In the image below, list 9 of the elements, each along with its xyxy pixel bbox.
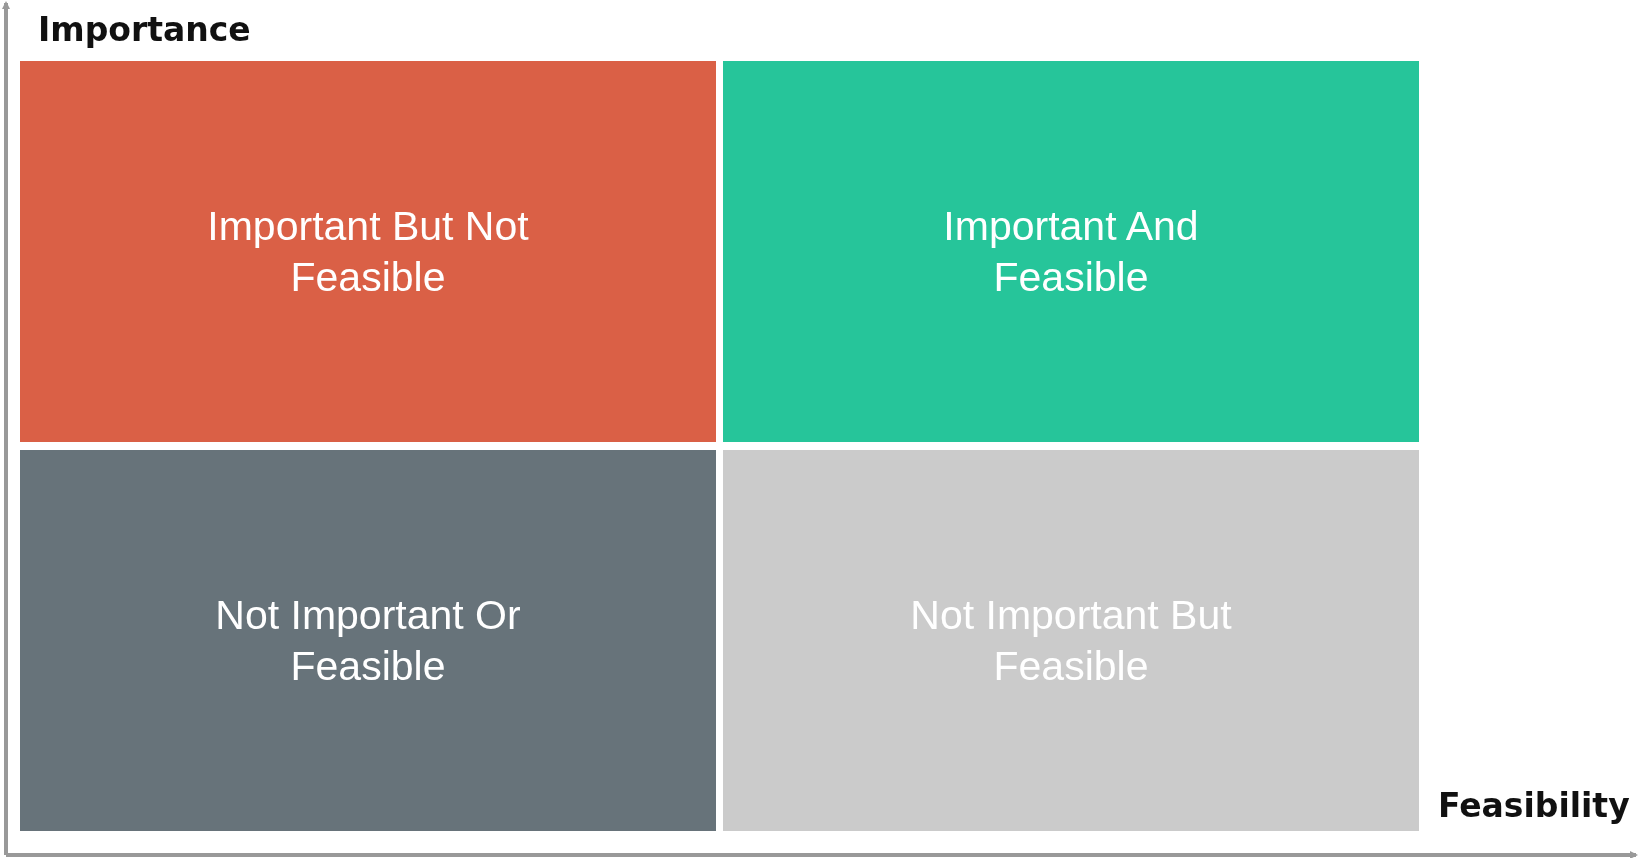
- quadrant-label: Not Important Or Feasible: [214, 591, 522, 691]
- quadrant-label: Important But Not Feasible: [206, 202, 530, 302]
- axis-title: Importance: [38, 10, 251, 49]
- quadrant-label: Important And Feasible: [942, 202, 1200, 302]
- axis-title: Feasibility: [1438, 786, 1630, 825]
- quadrant-box: [723, 450, 1419, 831]
- quadrant-box: [723, 61, 1419, 442]
- quadrant-box: [20, 450, 716, 831]
- quadrant-box: [20, 61, 716, 442]
